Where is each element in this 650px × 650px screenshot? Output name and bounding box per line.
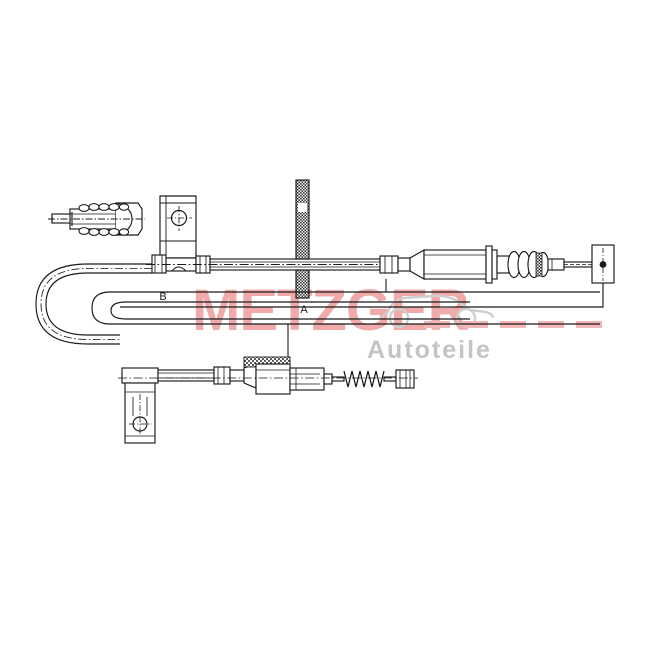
dimension-label-a: A bbox=[300, 304, 308, 316]
bottom-branch bbox=[118, 356, 418, 444]
coil-spring-left bbox=[78, 203, 130, 236]
center-retainer-clip bbox=[295, 179, 310, 299]
watermark-subtitle: Autoteile bbox=[367, 336, 492, 364]
watermark-brand: METZGER bbox=[192, 278, 469, 343]
left-threaded-tip bbox=[48, 202, 145, 236]
right-end-plate bbox=[591, 244, 615, 284]
dimension-leaders bbox=[120, 279, 604, 308]
bellows-boot bbox=[507, 250, 550, 279]
line-art-group bbox=[35, 179, 615, 444]
cable-loop-inner bbox=[91, 291, 600, 325]
cable-loop-outer bbox=[35, 263, 152, 345]
upper-cable-sleeve bbox=[146, 254, 590, 274]
top-mount-bracket bbox=[159, 195, 197, 268]
watermark-group: METZGER Autoteile bbox=[192, 278, 602, 364]
cable-loop-inner-2 bbox=[110, 301, 470, 320]
dimension-label-b: B bbox=[159, 291, 166, 303]
dimension-label-group: B A bbox=[159, 291, 308, 316]
coil-spring-bottom bbox=[343, 370, 385, 388]
right-stepped-adjuster bbox=[379, 245, 593, 284]
